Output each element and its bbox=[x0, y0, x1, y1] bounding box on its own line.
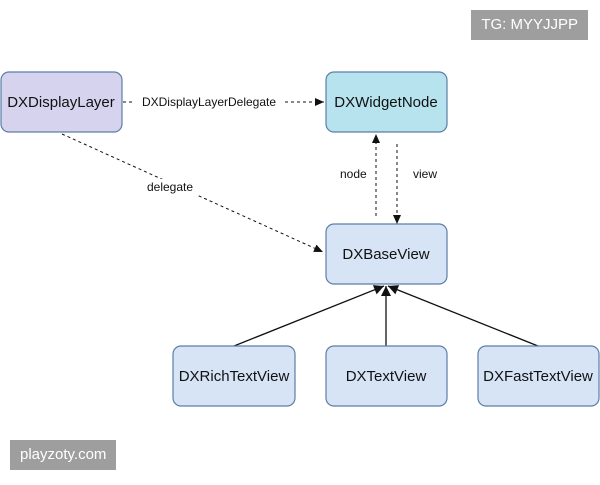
node-rich-text-view-label: DXRichTextView bbox=[179, 368, 290, 385]
node-fast-text-view: DXFastTextView bbox=[477, 345, 600, 407]
watermark-bottom-left: playzoty.com bbox=[10, 440, 117, 470]
node-display-layer: DXDisplayLayer bbox=[0, 71, 123, 133]
watermark-top-right: TG: MYYJJPP bbox=[471, 10, 588, 40]
node-text-view: DXTextView bbox=[325, 345, 448, 407]
edge-fast-to-base bbox=[387, 285, 539, 347]
edge-label-bg-layer-to-base bbox=[140, 179, 200, 195]
nodes: DXDisplayLayer DXWidgetNode DXBaseView D… bbox=[0, 71, 600, 407]
edge-label-widget-to-base: view bbox=[413, 167, 437, 181]
node-base-view-label: DXBaseView bbox=[342, 246, 429, 263]
node-fast-text-view-label: DXFastTextView bbox=[483, 368, 593, 385]
node-base-view: DXBaseView bbox=[325, 223, 448, 285]
edge-label-bg-layer-to-widget bbox=[134, 94, 284, 110]
edges: DXDisplayLayerDelegate delegate node vie… bbox=[61, 94, 539, 347]
edge-label-layer-to-widget: DXDisplayLayerDelegate bbox=[142, 95, 276, 109]
node-rich-text-view: DXRichTextView bbox=[172, 345, 296, 407]
node-display-layer-label: DXDisplayLayer bbox=[7, 94, 115, 111]
edge-label-layer-to-base: delegate bbox=[147, 180, 193, 194]
edge-rich-to-base bbox=[233, 285, 385, 347]
node-text-view-label: DXTextView bbox=[346, 368, 427, 385]
node-widget-node: DXWidgetNode bbox=[325, 71, 448, 133]
edge-label-base-to-widget: node bbox=[340, 167, 367, 181]
node-widget-node-label: DXWidgetNode bbox=[334, 94, 437, 111]
